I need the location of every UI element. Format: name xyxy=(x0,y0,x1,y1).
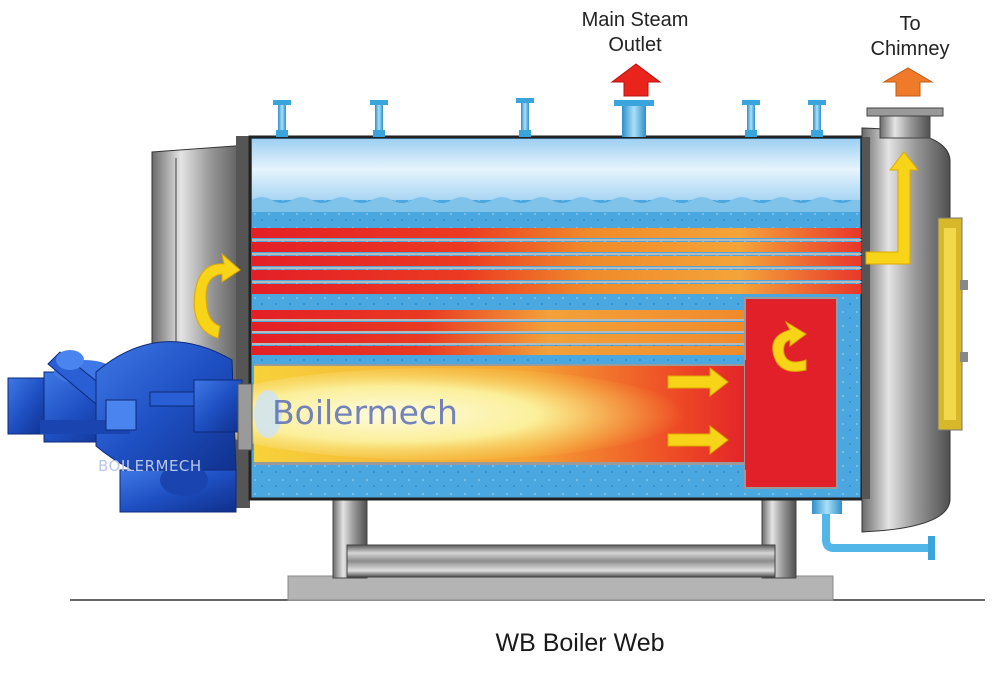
reversal-chamber xyxy=(744,297,838,489)
watermark-burner: BOILERMECH xyxy=(98,457,202,475)
main-steam-label-line1: Main Steam xyxy=(581,9,689,31)
chimney-arrow xyxy=(882,67,934,97)
burner xyxy=(7,341,253,513)
steam-outlet-arrow xyxy=(610,63,662,97)
base-plinth xyxy=(287,575,834,601)
main-steam-nozzle xyxy=(614,100,654,137)
main-steam-outlet-label: Main Steam Outlet xyxy=(535,8,735,58)
shell-nozzles xyxy=(273,98,826,137)
diagram-caption: WB Boiler Web xyxy=(495,629,665,657)
chimney-label-line1: To xyxy=(899,13,921,35)
flow-arrows xyxy=(193,151,920,456)
flame xyxy=(195,368,685,460)
watermark-main: Boilermech xyxy=(272,393,458,432)
saddle-supports xyxy=(332,499,797,579)
chimney-label-line2: Chimney xyxy=(870,38,950,60)
to-chimney-label: To Chimney xyxy=(840,12,980,62)
drain-pipe xyxy=(812,500,935,560)
steam-space xyxy=(252,139,860,200)
lower-tube-bank xyxy=(252,310,747,355)
upper-tube-bank xyxy=(252,228,862,294)
water-surface xyxy=(252,197,860,212)
rear-smoke-box xyxy=(861,127,968,533)
chimney-outlet xyxy=(866,107,944,139)
main-steam-label-line2: Outlet xyxy=(608,34,662,56)
